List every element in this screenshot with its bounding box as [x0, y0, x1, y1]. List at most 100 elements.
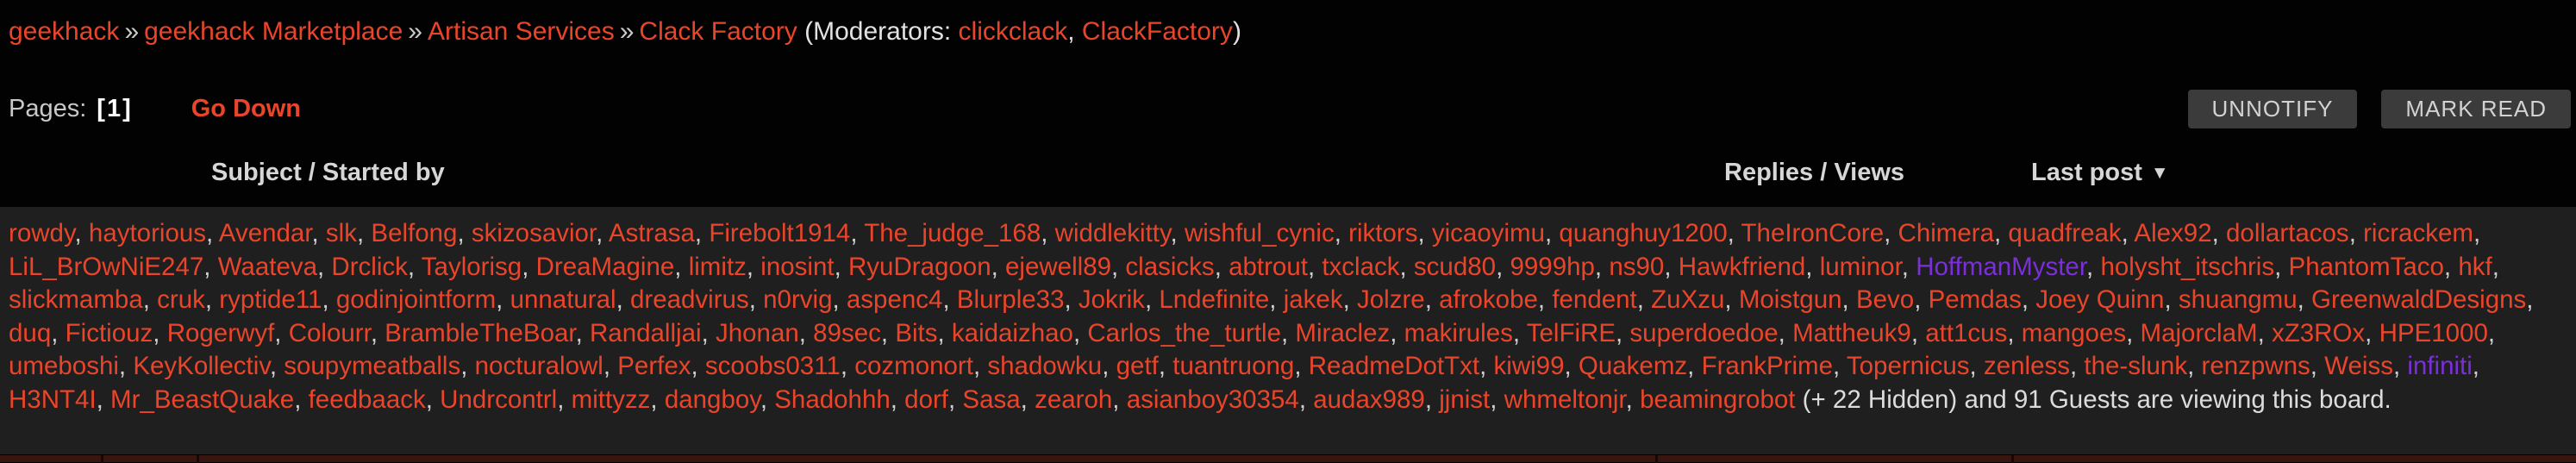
user-link[interactable]: dollartacos [2226, 219, 2349, 247]
user-link[interactable]: skizosavior [471, 219, 597, 247]
user-link[interactable]: clasicks [1125, 252, 1215, 281]
user-link[interactable]: Perfex [617, 352, 691, 381]
user-link[interactable]: PhantomTaco [2288, 252, 2444, 281]
user-link[interactable]: n0rvig [763, 285, 833, 315]
user-link[interactable]: infiniti [2407, 352, 2473, 381]
user-link[interactable]: Bevo [1855, 285, 1915, 315]
user-link[interactable]: BrambleTheBoar [385, 318, 576, 347]
user-link[interactable]: ReadmeDotTxt [1308, 352, 1480, 381]
user-link[interactable]: Jhonan [715, 318, 799, 347]
user-link[interactable]: cozmonort [854, 352, 973, 381]
user-link[interactable]: dreadvirus [629, 285, 749, 315]
user-link[interactable]: txclack [1322, 252, 1400, 281]
user-link[interactable]: MajorclaM [2140, 318, 2258, 347]
user-link[interactable]: Jolzre [1356, 285, 1425, 315]
column-header-last-post[interactable]: Last post▼ [2031, 159, 2169, 187]
user-link[interactable]: abtrout [1229, 252, 1308, 281]
user-link[interactable]: Weiss [2324, 352, 2393, 381]
user-link[interactable]: luminor [1819, 252, 1902, 281]
user-link[interactable]: getf [1116, 352, 1159, 381]
user-link[interactable]: ns90 [1609, 252, 1665, 281]
user-link[interactable]: Miraclez [1295, 318, 1391, 347]
user-link[interactable]: scoobs0311 [704, 352, 841, 381]
user-link[interactable]: quadfreak [2008, 219, 2122, 247]
user-link[interactable]: dorf [904, 385, 949, 414]
user-link[interactable]: jjnist [1439, 385, 1491, 414]
user-link[interactable]: att1cus [1925, 318, 2008, 347]
user-link[interactable]: Pemdas [1928, 285, 2022, 315]
user-link[interactable]: HPE1000 [2379, 318, 2488, 347]
user-link[interactable]: Joey Quinn [2035, 285, 2165, 315]
user-link[interactable]: quanghuy1200 [1559, 219, 1728, 247]
user-link[interactable]: Jokrik [1078, 285, 1145, 315]
user-link[interactable]: kiwi99 [1493, 352, 1565, 381]
user-link[interactable]: slickmamba [9, 285, 143, 315]
user-link[interactable]: renzpwns [2201, 352, 2310, 381]
user-link[interactable]: ricrackem [2363, 219, 2473, 247]
user-link[interactable]: zenless [1983, 352, 2070, 381]
user-link[interactable]: limitz [688, 252, 747, 281]
user-link[interactable]: slk [325, 219, 357, 247]
column-header-replies-views[interactable]: Replies / Views [1724, 159, 1905, 186]
user-link[interactable]: Hawkfriend [1678, 252, 1806, 281]
moderator-link-clickclack[interactable]: clickclack [958, 17, 1068, 46]
user-link[interactable]: fendent [1552, 285, 1637, 315]
user-link[interactable]: Blurple33 [956, 285, 1065, 315]
mark-read-button[interactable]: MARK READ [2381, 90, 2571, 128]
user-link[interactable]: haytorious [88, 219, 207, 247]
user-link[interactable]: mittyzz [571, 385, 651, 414]
user-link[interactable]: Moistgun [1738, 285, 1842, 315]
user-link[interactable]: Astrasa [608, 219, 695, 247]
user-link[interactable]: beamingrobot [1640, 385, 1796, 414]
user-link[interactable]: zearoh [1035, 385, 1113, 414]
user-link[interactable]: KeyKollectiv [133, 352, 270, 381]
user-link[interactable]: ryptide11 [219, 285, 322, 315]
user-link[interactable]: shadowku [987, 352, 1103, 381]
user-link[interactable]: Chimera [1898, 219, 1995, 247]
user-link[interactable]: audax989 [1313, 385, 1425, 414]
user-link[interactable]: Avendar [218, 219, 312, 247]
user-link[interactable]: whmeltonjr [1504, 385, 1626, 414]
user-link[interactable]: superdoedoe [1629, 318, 1779, 347]
user-link[interactable]: DreaMagine [535, 252, 675, 281]
user-link[interactable]: Alex92 [2134, 219, 2212, 247]
user-link[interactable]: yicaoyimu [1431, 219, 1546, 247]
user-link[interactable]: shuangmu [2178, 285, 2298, 315]
user-link[interactable]: Randalljai [590, 318, 702, 347]
user-link[interactable]: xZ3ROx [2271, 318, 2366, 347]
user-link[interactable]: ejewell89 [1005, 252, 1112, 281]
moderator-link-clackfactory[interactable]: ClackFactory [1081, 17, 1233, 46]
user-link[interactable]: Drclick [331, 252, 408, 281]
user-link[interactable]: soupymeatballs [284, 352, 461, 381]
user-link[interactable]: jakek [1283, 285, 1343, 315]
user-link[interactable]: HoffmanMyster [1916, 252, 2087, 281]
breadcrumb-link-marketplace[interactable]: geekhack Marketplace [144, 17, 403, 46]
user-link[interactable]: asianboy30354 [1126, 385, 1299, 414]
user-link[interactable]: duq [9, 318, 52, 347]
user-link[interactable]: cruk [157, 285, 205, 315]
user-link[interactable]: Waateva [217, 252, 318, 281]
user-link[interactable]: kaidaizhao [951, 318, 1073, 347]
user-link[interactable]: Bits [895, 318, 938, 347]
user-link[interactable]: Belfong [371, 219, 458, 247]
user-link[interactable]: Shadohhh [774, 385, 891, 414]
user-link[interactable]: Sasa [962, 385, 1021, 414]
user-link[interactable]: Taylorisg [421, 252, 522, 281]
user-link[interactable]: ZuXzu [1651, 285, 1725, 315]
user-link[interactable]: RyuDragoon [847, 252, 991, 281]
user-link[interactable]: afrokobe [1439, 285, 1538, 315]
user-link[interactable]: Topernicus [1846, 352, 1970, 381]
user-link[interactable]: TelFiRE [1526, 318, 1616, 347]
user-link[interactable]: 89sec [813, 318, 881, 347]
user-link[interactable]: FrankPrime [1701, 352, 1834, 381]
user-link[interactable]: H3NT4I [9, 385, 97, 414]
breadcrumb-link-geekhack[interactable]: geekhack [9, 17, 120, 46]
user-link[interactable]: GreenwaldDesigns [2311, 285, 2527, 315]
user-link[interactable]: unnatural [510, 285, 616, 315]
user-link[interactable]: Carlos_the_turtle [1087, 318, 1282, 347]
user-link[interactable]: the-slunk [2084, 352, 2188, 381]
user-link[interactable]: wishful_cynic [1184, 219, 1335, 247]
column-header-subject[interactable]: Subject / Started by [211, 159, 445, 186]
user-link[interactable]: Undrcontrl [440, 385, 558, 414]
user-link[interactable]: hkf [2458, 252, 2492, 281]
